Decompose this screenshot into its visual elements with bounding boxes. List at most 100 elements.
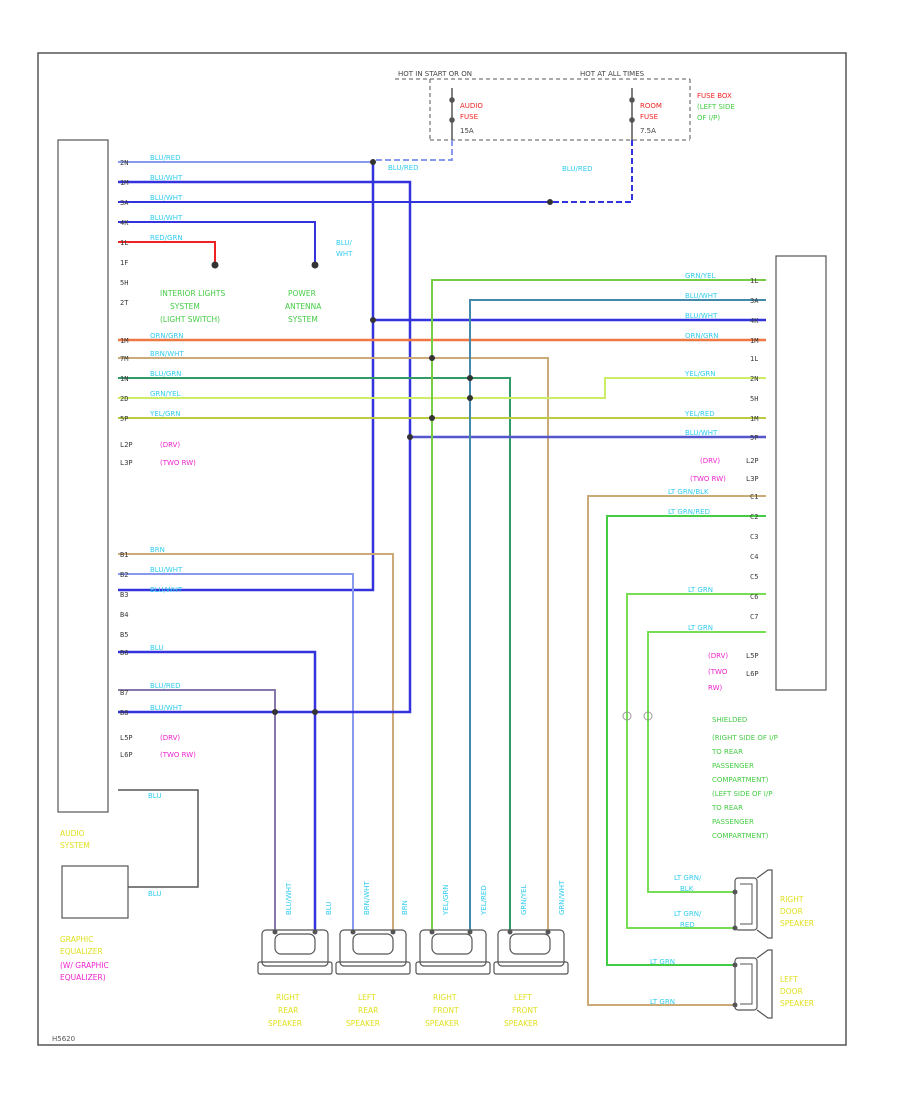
svg-text:FRONT: FRONT: [512, 1006, 538, 1015]
svg-text:4K: 4K: [120, 219, 129, 227]
wire-amp-ltgreen2: [647, 631, 766, 893]
fuse-symbols: [449, 88, 635, 140]
svg-text:BLU/WHT: BLU/WHT: [685, 312, 718, 320]
svg-text:BRN/WHT: BRN/WHT: [150, 350, 184, 358]
svg-text:YEL/GRN: YEL/GRN: [684, 370, 715, 378]
svg-text:EQUALIZER: EQUALIZER: [60, 947, 103, 956]
rear-right-speaker-label: RIGHT REAR SPEAKER: [268, 993, 302, 1028]
wires: [118, 160, 766, 1006]
svg-text:B8: B8: [120, 709, 128, 717]
blu-label-eq-top: BLU: [148, 792, 161, 800]
svg-text:BLU/WHT: BLU/WHT: [685, 292, 718, 300]
svg-text:2N: 2N: [120, 159, 128, 167]
svg-text:4K: 4K: [750, 317, 759, 325]
wire-amp-ltgreen: [626, 593, 766, 929]
svg-text:1L: 1L: [750, 355, 758, 363]
svg-text:RED/GRN: RED/GRN: [150, 234, 183, 242]
svg-text:SPEAKER: SPEAKER: [268, 1019, 302, 1028]
svg-text:BRN: BRN: [401, 900, 409, 915]
front-left-speaker-label: LEFT FRONT SPEAKER: [504, 993, 538, 1028]
svg-text:GRN/YEL: GRN/YEL: [685, 272, 716, 280]
svg-text:FRONT: FRONT: [433, 1006, 459, 1015]
wire-amp-tan: [587, 495, 766, 1006]
svg-text:BLU/WHT: BLU/WHT: [150, 586, 183, 594]
svg-text:SPEAKER: SPEAKER: [504, 1019, 538, 1028]
graphic-equalizer-box: [61, 865, 129, 919]
svg-text:(DRV): (DRV): [160, 441, 180, 449]
svg-text:BLU/WHT: BLU/WHT: [285, 882, 293, 915]
svg-text:OF I/P): OF I/P): [697, 114, 720, 122]
rear-left-speaker: [335, 929, 411, 975]
svg-text:SPEAKER: SPEAKER: [346, 1019, 380, 1028]
svg-text:B6: B6: [120, 649, 128, 657]
svg-text:(TWO: (TWO: [708, 668, 728, 676]
svg-text:L6P: L6P: [120, 751, 133, 759]
svg-text:RED: RED: [680, 921, 695, 929]
front-right-speaker-label: RIGHT FRONT SPEAKER: [425, 993, 459, 1028]
left-wire-labels-top: BLU/RED BLU/WHT BLU/WHT BLU/WHT RED/GRN …: [149, 154, 184, 418]
room-fuse-label: ROOM FUSE: [640, 102, 662, 121]
svg-text:(LEFT SIDE OF I/P: (LEFT SIDE OF I/P: [712, 790, 772, 798]
svg-text:INTERIOR LIGHTS: INTERIOR LIGHTS: [160, 289, 225, 298]
wire-b-blu: [118, 650, 317, 930]
svg-text:AUDIO: AUDIO: [460, 102, 483, 110]
right-door-speaker: [734, 869, 773, 939]
svg-text:1M: 1M: [750, 337, 758, 345]
left-pins-bottom: B1 B2 B3 B4 B5 B6 B7 B8 L5P L6P: [120, 551, 133, 759]
svg-text:B7: B7: [120, 689, 128, 697]
right-wire-labels: GRN/YEL BLU/WHT BLU/WHT ORN/GRN YEL/GRN …: [668, 272, 719, 632]
wire-red-grn: [118, 241, 216, 265]
diagram-code: H5620: [52, 1035, 75, 1043]
svg-text:BLK: BLK: [680, 885, 694, 893]
left-door-speaker: [734, 949, 773, 1019]
svg-text:L3P: L3P: [746, 475, 759, 483]
svg-text:LT GRN/: LT GRN/: [674, 874, 702, 882]
svg-text:L5P: L5P: [120, 734, 133, 742]
svg-text:SPEAKER: SPEAKER: [425, 1019, 459, 1028]
wire-b-blured: [118, 689, 276, 930]
svg-text:1M: 1M: [120, 179, 128, 187]
rear-right-speaker: [257, 929, 333, 975]
wire-h-tan: [118, 357, 549, 930]
svg-text:L6P: L6P: [746, 670, 759, 678]
svg-text:L3P: L3P: [120, 459, 133, 467]
svg-text:SPEAKER: SPEAKER: [780, 919, 814, 928]
wire-blu-wht-3: [118, 221, 316, 265]
svg-text:LT GRN/RED: LT GRN/RED: [668, 508, 710, 516]
front-right-speaker: [415, 929, 491, 975]
svg-text:SYSTEM: SYSTEM: [288, 315, 318, 324]
svg-text:SHIELDED: SHIELDED: [712, 716, 747, 724]
svg-text:FUSE BOX: FUSE BOX: [697, 92, 732, 100]
svg-text:(DRV): (DRV): [160, 734, 180, 742]
svg-text:BLU/: BLU/: [336, 239, 352, 247]
svg-text:(TWO RW): (TWO RW): [160, 459, 196, 467]
wire-b-bluwht2: [118, 437, 412, 714]
wire-amp-green2: [606, 515, 766, 966]
blu-red-wire-label: BLU/RED: [388, 164, 419, 172]
amplifier-connector: [775, 255, 827, 691]
fuse-box: [395, 78, 691, 141]
svg-text:PASSENGER: PASSENGER: [712, 762, 754, 770]
shield-marks: [622, 711, 653, 721]
conn-left-note-2: (DRV) (TWO RW): [160, 734, 196, 759]
svg-text:B2: B2: [120, 571, 128, 579]
svg-text:2D: 2D: [120, 395, 128, 403]
svg-text:TO REAR: TO REAR: [711, 748, 743, 756]
svg-text:LT GRN/BLK: LT GRN/BLK: [668, 488, 709, 496]
svg-text:1M: 1M: [120, 337, 128, 345]
svg-text:LT GRN: LT GRN: [688, 586, 713, 594]
svg-text:C7: C7: [750, 613, 758, 621]
svg-text:SYSTEM: SYSTEM: [170, 302, 200, 311]
svg-text:5P: 5P: [120, 415, 128, 423]
svg-text:(W/ GRAPHIC: (W/ GRAPHIC: [60, 961, 109, 970]
svg-text:B3: B3: [120, 591, 128, 599]
svg-text:BLU/WHT: BLU/WHT: [150, 194, 183, 202]
svg-text:BLU/WHT: BLU/WHT: [150, 174, 183, 182]
svg-text:LT GRN: LT GRN: [650, 958, 675, 966]
svg-text:2T: 2T: [120, 299, 129, 307]
svg-text:1M: 1M: [750, 415, 758, 423]
svg-text:BLU/RED: BLU/RED: [150, 682, 181, 690]
svg-text:C5: C5: [750, 573, 758, 581]
svg-text:BLU/WHT: BLU/WHT: [685, 429, 718, 437]
conn-right-note-2: (DRV) (TWO RW): [708, 652, 728, 692]
